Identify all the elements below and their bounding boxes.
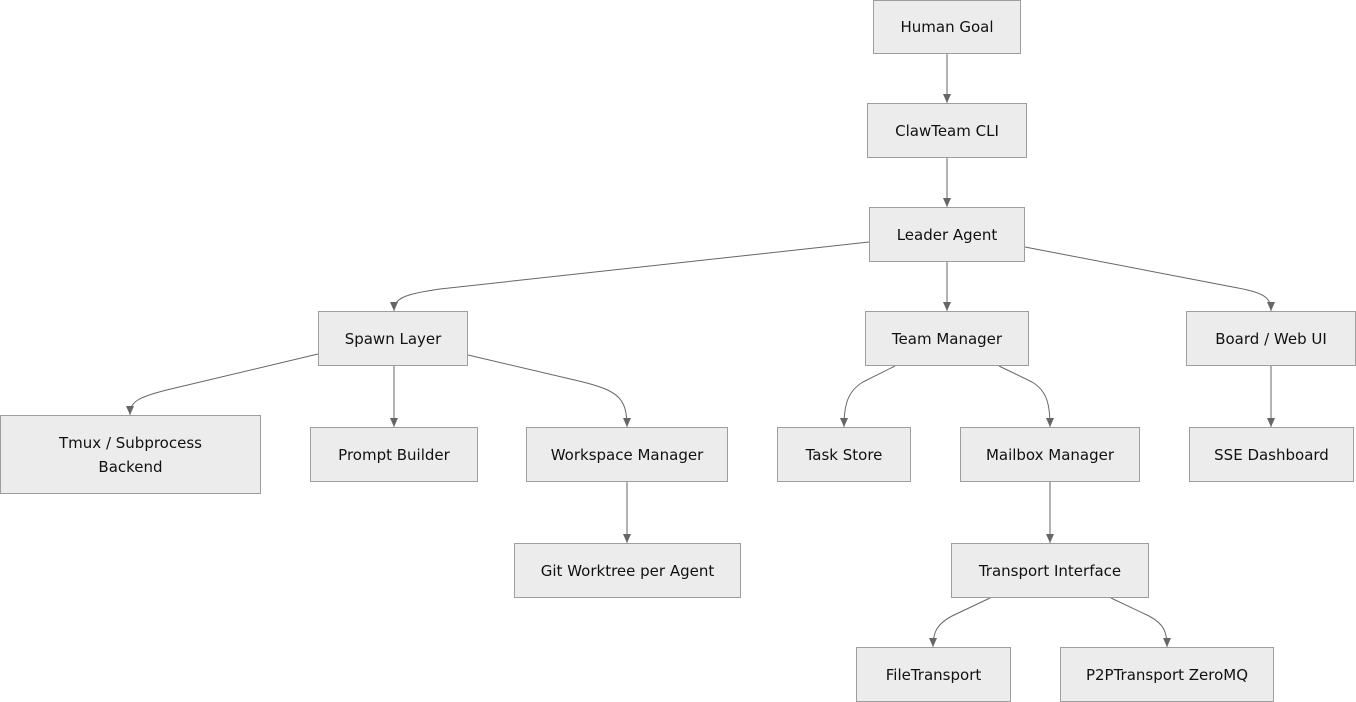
node-transport-interface: Transport Interface	[951, 543, 1149, 598]
node-p2p-transport-zeromq: P2PTransport ZeroMQ	[1060, 647, 1274, 702]
edge-transport-interface-to-file-transport	[929, 597, 991, 648]
edge-transport-interface-to-p2p-transport	[1110, 597, 1171, 648]
node-human-goal: Human Goal	[873, 0, 1021, 54]
node-workspace-manager: Workspace Manager	[526, 427, 728, 482]
edge-team-manager-to-mailbox-manager	[998, 365, 1054, 428]
node-mailbox-manager-label: Mailbox Manager	[985, 445, 1115, 464]
node-clawteam-cli-label: ClawTeam CLI	[895, 121, 999, 140]
node-prompt-builder-label: Prompt Builder	[338, 445, 450, 464]
node-file-transport-label: FileTransport	[885, 665, 982, 684]
node-prompt-builder: Prompt Builder	[310, 427, 478, 482]
node-task-store-label: Task Store	[805, 445, 883, 464]
edge-leader-agent-to-spawn-layer	[390, 241, 870, 312]
edge-spawn-layer-to-workspace-manager	[467, 354, 631, 428]
edge-leader-agent-to-board-web-ui	[1024, 246, 1275, 312]
node-tmux-subprocess-backend: Tmux / Subprocess Backend	[0, 415, 261, 494]
node-sse-dashboard-label: SSE Dashboard	[1214, 445, 1329, 464]
node-sse-dashboard: SSE Dashboard	[1189, 427, 1354, 482]
edge-spawn-layer-to-tmux-backend	[126, 353, 319, 416]
edge-team-manager-to-task-store	[840, 365, 896, 428]
node-spawn-layer-label: Spawn Layer	[344, 329, 442, 348]
node-task-store: Task Store	[777, 427, 911, 482]
node-p2p-transport-zeromq-label: P2PTransport ZeroMQ	[1085, 665, 1249, 684]
node-team-manager-label: Team Manager	[891, 329, 1003, 348]
node-leader-agent: Leader Agent	[869, 207, 1025, 262]
node-git-worktree-per-agent-label: Git Worktree per Agent	[540, 561, 715, 580]
node-leader-agent-label: Leader Agent	[896, 225, 998, 244]
node-team-manager: Team Manager	[865, 311, 1029, 366]
node-file-transport: FileTransport	[856, 647, 1011, 702]
node-git-worktree-per-agent: Git Worktree per Agent	[514, 543, 741, 598]
node-board-web-ui: Board / Web UI	[1186, 311, 1356, 366]
node-workspace-manager-label: Workspace Manager	[550, 445, 704, 464]
node-board-web-ui-label: Board / Web UI	[1215, 329, 1327, 348]
node-clawteam-cli: ClawTeam CLI	[867, 103, 1027, 158]
node-tmux-subprocess-backend-label: Tmux / Subprocess Backend	[59, 433, 202, 476]
node-human-goal-label: Human Goal	[900, 18, 994, 36]
node-spawn-layer: Spawn Layer	[318, 311, 468, 366]
node-transport-interface-label: Transport Interface	[978, 561, 1122, 580]
node-mailbox-manager: Mailbox Manager	[960, 427, 1140, 482]
